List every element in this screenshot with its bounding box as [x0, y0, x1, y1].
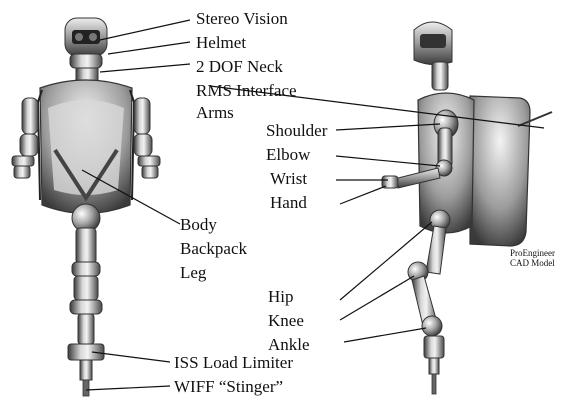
leader-stereo-vision	[100, 20, 190, 40]
label-stereo-vision: Stereo Vision	[196, 9, 288, 28]
front-leg	[68, 204, 104, 396]
label-knee: Knee	[268, 311, 304, 330]
label-iss-load-limiter: ISS Load Limiter	[174, 353, 293, 372]
label-body: Body	[180, 215, 217, 234]
label-neck: 2 DOF Neck	[196, 57, 283, 76]
leader-neck	[100, 64, 190, 72]
label-shoulder: Shoulder	[266, 121, 328, 140]
front-head	[65, 18, 107, 68]
label-backpack: Backpack	[180, 239, 248, 258]
leader-helmet	[108, 42, 190, 54]
label-wrist: Wrist	[270, 169, 307, 188]
side-neck	[432, 62, 448, 90]
label-rms-interface: RMS Interface	[196, 81, 297, 100]
side-backpack	[470, 96, 552, 246]
front-robot-figure	[12, 18, 160, 396]
side-robot-figure	[382, 22, 552, 394]
front-right-arm	[134, 98, 160, 178]
label-elbow: Elbow	[266, 145, 311, 164]
label-hip: Hip	[268, 287, 294, 306]
front-left-arm	[12, 98, 38, 178]
front-torso	[38, 80, 134, 214]
leader-ankle	[344, 328, 426, 342]
label-wiff-stinger: WIFF “Stinger”	[174, 377, 283, 396]
caption-line-1: ProEngineer	[510, 248, 555, 258]
leader-hand	[340, 186, 386, 204]
side-labels: Shoulder Elbow Wrist Hand Hip Knee Ankle	[266, 121, 328, 354]
side-head	[414, 22, 452, 65]
label-hand: Hand	[270, 193, 307, 212]
caption-line-2: CAD Model	[510, 258, 555, 268]
cad-caption: ProEngineer CAD Model	[510, 248, 555, 268]
label-leg: Leg	[180, 263, 207, 282]
leader-knee	[340, 276, 414, 320]
leader-stinger	[86, 386, 170, 390]
label-ankle: Ankle	[268, 335, 310, 354]
label-arms: Arms	[196, 103, 234, 122]
label-helmet: Helmet	[196, 33, 246, 52]
